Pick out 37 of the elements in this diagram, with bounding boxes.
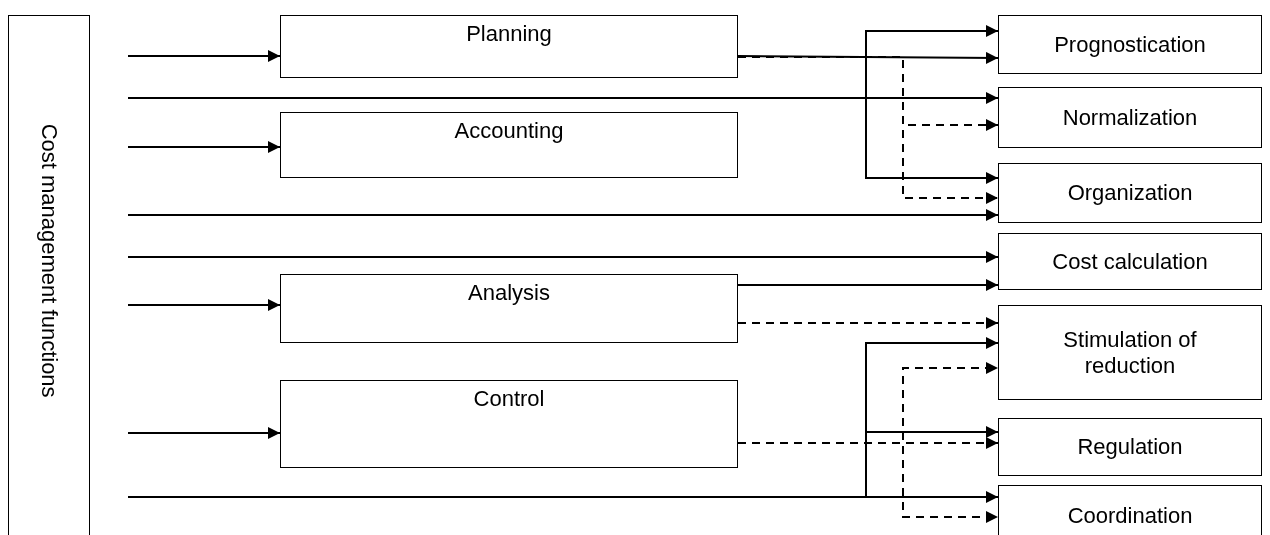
function-box <box>998 233 1262 290</box>
function-box <box>280 380 738 468</box>
node-label: Coordination <box>1067 502 1193 529</box>
arrow <box>127 50 281 62</box>
title-box <box>8 15 90 535</box>
node-label: Planning <box>466 21 552 47</box>
function-box <box>998 87 1262 148</box>
function-box <box>280 274 738 343</box>
arrow <box>737 51 999 64</box>
arrow <box>127 299 281 311</box>
node-label: Control <box>473 386 545 412</box>
arrow <box>127 97 999 184</box>
arrow <box>737 442 999 523</box>
node-label: Accounting <box>454 118 564 144</box>
arrow <box>127 141 281 153</box>
node-label: Cost calculation <box>1052 248 1208 275</box>
function-box <box>998 305 1262 400</box>
node-label: Organization <box>1067 180 1193 206</box>
arrow <box>127 427 281 439</box>
arrow <box>737 279 999 291</box>
function-box <box>998 163 1262 223</box>
node-label: Stimulation of reduction <box>1062 327 1198 378</box>
function-box <box>998 418 1262 476</box>
function-box <box>280 112 738 178</box>
function-box <box>998 485 1262 535</box>
node-label: Prognostication <box>1054 31 1206 58</box>
arrow <box>127 426 999 498</box>
node-label: Regulation <box>1077 434 1183 460</box>
arrow <box>737 317 999 329</box>
node-label: Analysis <box>468 280 550 306</box>
node-label: Cost management functions <box>36 123 62 398</box>
arrow <box>127 209 999 221</box>
arrow <box>737 56 999 204</box>
node-label: Normalization <box>1062 104 1198 131</box>
function-box <box>998 15 1262 74</box>
function-box <box>280 15 738 78</box>
arrow <box>127 251 999 263</box>
